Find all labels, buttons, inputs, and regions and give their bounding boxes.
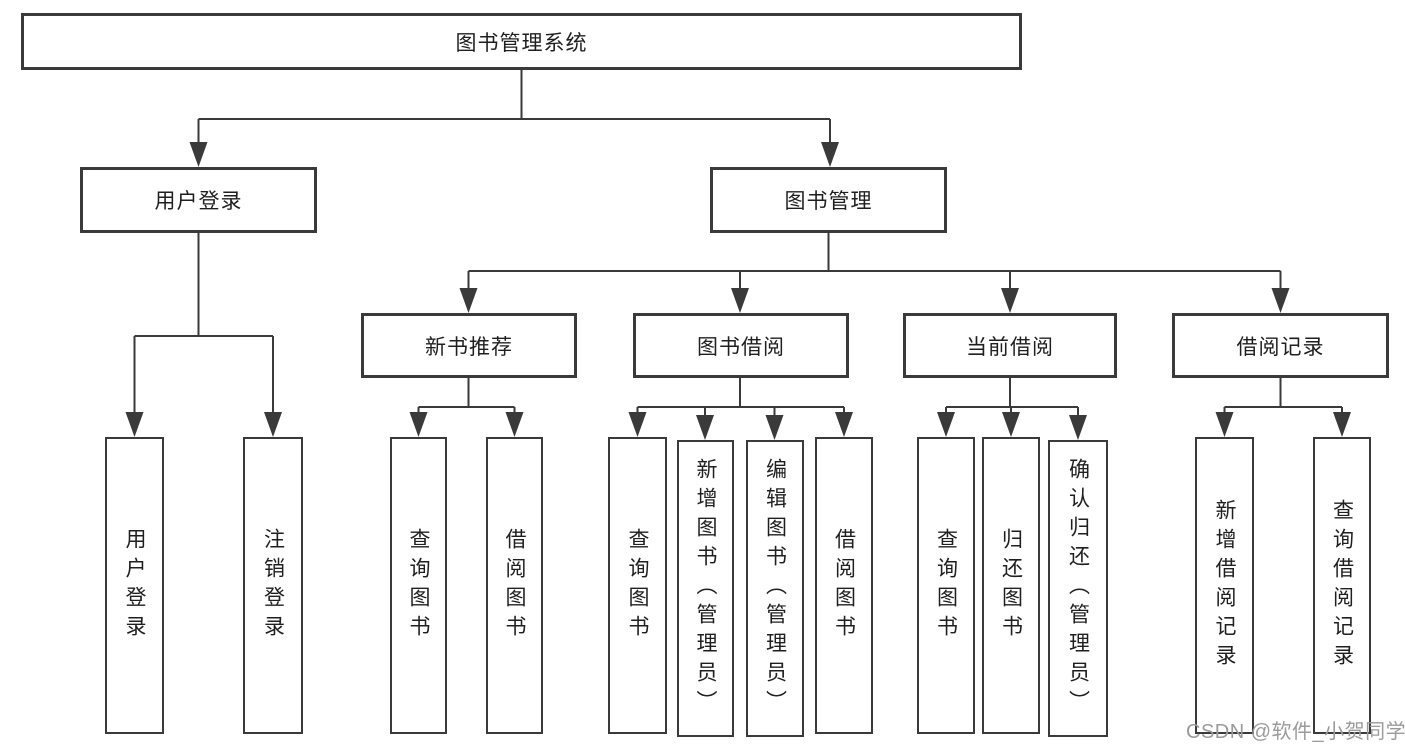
node-borrow-records-label: 借阅记录 (1236, 335, 1325, 359)
leaf-borrow-books-2: 借阅图书 (815, 437, 873, 734)
leaf-return-book: 归还图书 (982, 437, 1040, 734)
node-current-borrow-label: 当前借阅 (966, 335, 1054, 359)
csdn-watermark: CSDN @软件_小贺同学 (1186, 721, 1405, 743)
node-book-borrow-label: 图书借阅 (697, 335, 785, 359)
leaf-query-books-2: 查询图书 (608, 437, 667, 734)
leaf-query-borrow-record: 查询借阅记录 (1313, 437, 1371, 734)
leaf-query-books-3: 查询图书 (917, 437, 975, 734)
leaf-borrow-books-1-label: 借阅图书 (503, 527, 526, 644)
leaf-user-login-label: 用户登录 (123, 527, 146, 644)
node-new-book-recommend: 新书推荐 (361, 313, 577, 378)
leaf-add-book-admin-label: 新增图书（管理员） (694, 458, 717, 719)
node-book-management-label: 图书管理 (784, 190, 873, 213)
leaf-add-borrow-record: 新增借阅记录 (1195, 437, 1254, 734)
leaf-query-books-3-label: 查询图书 (934, 527, 958, 644)
node-book-borrow: 图书借阅 (633, 313, 849, 378)
leaf-add-borrow-record-label: 新增借阅记录 (1213, 498, 1236, 673)
node-user-login-branch-label: 用户登录 (154, 190, 243, 213)
leaf-add-book-admin: 新增图书（管理员） (677, 440, 734, 737)
node-user-login-branch: 用户登录 (80, 167, 317, 233)
leaf-return-book-label: 归还图书 (999, 527, 1023, 644)
node-current-borrow: 当前借阅 (903, 313, 1117, 378)
leaf-edit-book-admin-label: 编辑图书（管理员） (763, 458, 787, 719)
leaf-query-books-2-label: 查询图书 (626, 527, 649, 644)
leaf-logout-label: 注销登录 (261, 527, 285, 644)
leaf-query-borrow-record-label: 查询借阅记录 (1330, 498, 1354, 673)
node-root: 图书管理系统 (21, 13, 1022, 70)
node-book-management: 图书管理 (710, 167, 947, 233)
leaf-confirm-return-admin: 确认归还（管理员） (1048, 440, 1108, 737)
leaf-edit-book-admin: 编辑图书（管理员） (746, 440, 804, 737)
leaf-user-login: 用户登录 (105, 437, 164, 734)
leaf-logout: 注销登录 (243, 437, 303, 734)
node-new-book-recommend-label: 新书推荐 (425, 335, 513, 359)
leaf-confirm-return-admin-label: 确认归还（管理员） (1066, 458, 1090, 719)
leaf-borrow-books-2-label: 借阅图书 (832, 527, 856, 644)
node-root-label: 图书管理系统 (455, 31, 588, 55)
node-borrow-records: 借阅记录 (1172, 313, 1389, 378)
leaf-query-books-1-label: 查询图书 (407, 527, 430, 644)
leaf-query-books-1: 查询图书 (390, 437, 447, 734)
leaf-borrow-books-1: 借阅图书 (486, 437, 543, 734)
